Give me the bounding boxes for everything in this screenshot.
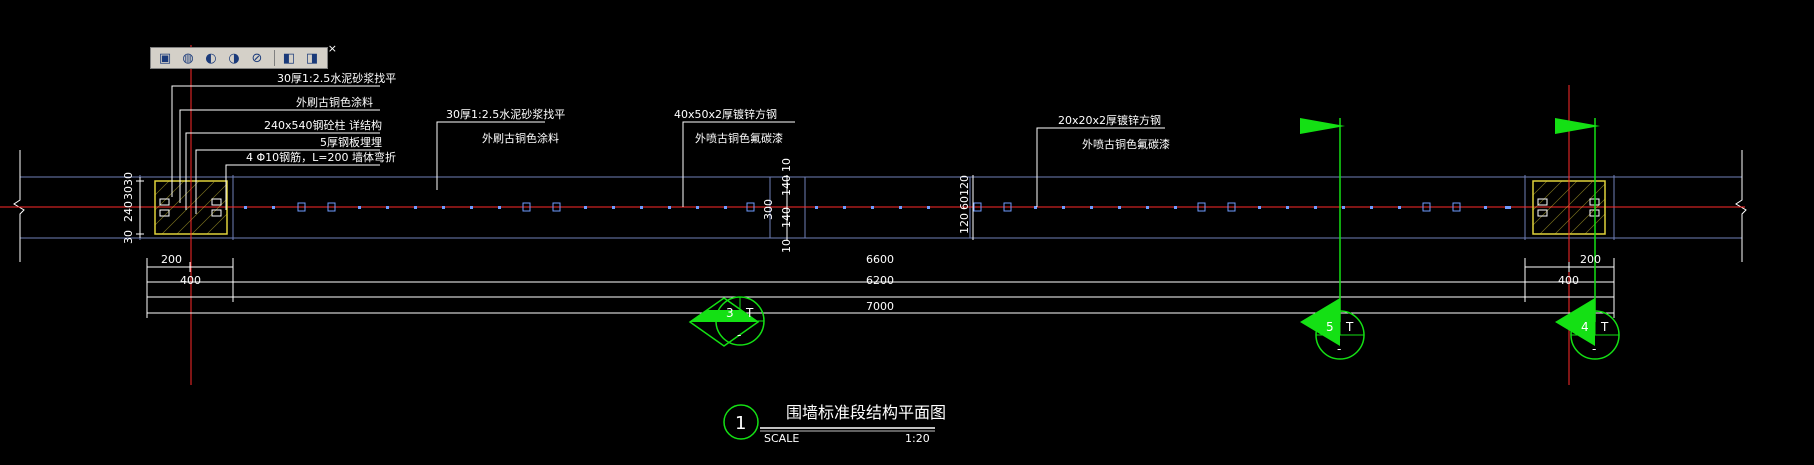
sphere-hidden-icon[interactable]: ⊘: [251, 50, 263, 66]
annotation-steel-4: 外喷古铜色氟碳漆: [1082, 137, 1170, 151]
steel-tubes: [297, 202, 1461, 212]
scale-label: SCALE: [764, 432, 799, 445]
dim-mid-10a: 10: [780, 158, 793, 172]
dim-mid-10b: 10: [780, 239, 793, 253]
section-marker-5[interactable]: [1300, 118, 1365, 360]
title-number: 1: [735, 413, 746, 434]
close-icon[interactable]: ×: [327, 42, 337, 55]
dim-400-right: 400: [1558, 274, 1579, 287]
section-marker-3[interactable]: [688, 296, 765, 347]
box-icon[interactable]: ◧: [282, 50, 296, 66]
annotation-left-5: 4 Φ10钢筋，L=200 墙体弯折: [246, 150, 396, 164]
section-4-sub: -: [1592, 342, 1596, 356]
dim-400-left: 400: [180, 274, 201, 287]
annotation-left-2: 外刷古铜色涂料: [296, 95, 373, 109]
annotation-mid-2: 外刷古铜色涂料: [482, 131, 559, 145]
section-3-number: 3: [726, 306, 734, 320]
dim-7000: 7000: [866, 300, 894, 313]
section-marker-4[interactable]: [1555, 118, 1620, 360]
dim-left-30b: 30: [122, 186, 135, 200]
section-3-sub: -: [737, 328, 741, 342]
column-axis-lines: [190, 45, 1570, 385]
dim-left-30c: 30: [122, 230, 135, 244]
dim-mid-140a: 140: [780, 175, 793, 196]
dim-6200: 6200: [866, 274, 894, 287]
left-vertical-dims: [136, 177, 144, 238]
sphere-icon[interactable]: ◍: [182, 50, 194, 66]
annotation-steel-3: 20x20x2厚镀锌方钢: [1058, 113, 1161, 127]
dim-left-240: 240: [122, 201, 135, 222]
title-text: 围墙标准段结构平面图: [786, 403, 946, 422]
annotation-steel-1: 40x50x2厚镀锌方钢: [674, 107, 777, 121]
sphere-add-icon[interactable]: ◐: [205, 50, 217, 66]
dim-6600: 6600: [866, 253, 894, 266]
dim-mid-140b: 140: [780, 207, 793, 228]
section-5-sub: -: [1337, 342, 1341, 356]
dim-mid-60: 60: [958, 196, 971, 210]
title-block: [723, 404, 935, 440]
annotation-left-1: 30厚1:2.5水泥砂浆找平: [277, 71, 396, 85]
leader-lines: [171, 85, 1165, 214]
view-toolbar: ▣ ◍ ◐ ◑ ⊘ ◧ ◨ ×: [150, 42, 337, 69]
section-4-sheet: T: [1600, 320, 1609, 334]
section-5-sheet: T: [1345, 320, 1354, 334]
dim-mid-300: 300: [762, 199, 775, 220]
annotation-mid-1: 30厚1:2.5水泥砂浆找平: [446, 107, 565, 121]
dim-mid-120a: 120: [958, 175, 971, 196]
section-3-sheet: T: [745, 306, 754, 320]
box-remove-icon[interactable]: ◨: [305, 50, 319, 66]
section-5-number: 5: [1326, 320, 1334, 334]
steel-bars: [244, 206, 1511, 209]
toolbar-separator: [274, 50, 275, 66]
annotation-left-4: 5厚钢板埋埋: [320, 135, 382, 149]
mid-vertical-dims: [786, 175, 974, 240]
dim-200-left: 200: [161, 253, 182, 266]
annotation-steel-2: 外喷古铜色氟碳漆: [695, 131, 783, 145]
dim-200-right: 200: [1580, 253, 1601, 266]
horizontal-dims: [146, 258, 1615, 318]
scale-value: 1:20: [905, 432, 930, 445]
annotation-left-3: 240x540钢砼柱 详结构: [264, 118, 382, 132]
dim-mid-120b: 120: [958, 213, 971, 234]
dim-left-30a: 30: [122, 172, 135, 186]
sphere-minus-icon[interactable]: ◑: [228, 50, 240, 66]
view-cube-icon[interactable]: ▣: [158, 50, 172, 66]
section-4-number: 4: [1581, 320, 1589, 334]
